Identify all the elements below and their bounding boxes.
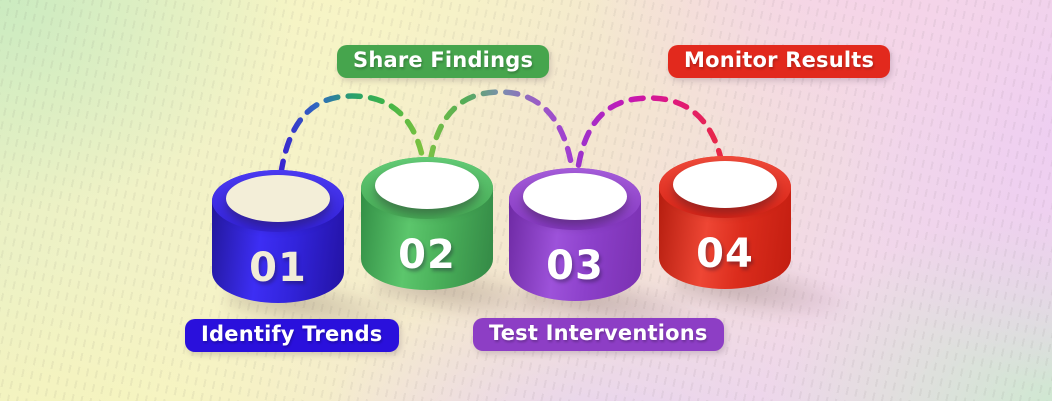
cylinder-top-hole	[375, 162, 479, 209]
cylinder-step-01: 01	[212, 170, 420, 351]
cylinder-top-hole	[523, 173, 627, 220]
step-number: 02	[398, 232, 456, 278]
connector-arc-step2-to-step3	[424, 89, 578, 213]
step-number: 01	[249, 245, 307, 291]
cylinder-top-hole	[226, 175, 330, 222]
connector-arc-step3-to-step4	[572, 95, 729, 213]
badge-identify-trends: Identify Trends	[185, 319, 399, 352]
cylinder-step-04: 04	[659, 156, 867, 337]
connector-arc-step1-to-step2	[275, 93, 430, 221]
cylinder-step-03: 03	[509, 168, 717, 349]
badge-test-interventions: Test Interventions	[473, 318, 724, 351]
step-number: 04	[696, 231, 754, 277]
badge-share-findings: Share Findings	[337, 45, 550, 78]
step-number: 03	[546, 243, 604, 289]
badge-monitor-results: Monitor Results	[668, 45, 891, 78]
cylinder-top-hole	[673, 161, 777, 208]
cylinder-step-02: 02	[361, 157, 569, 338]
